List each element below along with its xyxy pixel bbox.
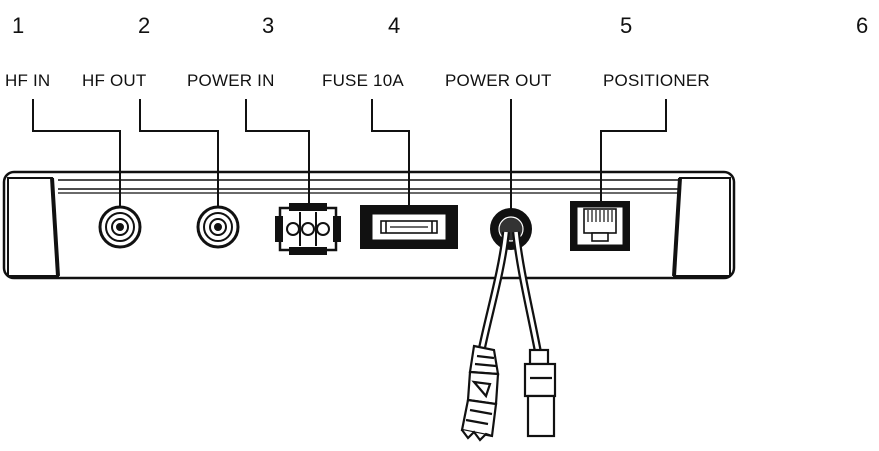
leader-line-hf-out: [139, 99, 219, 208]
power-out-grommet: [490, 208, 532, 250]
callout-number-2: 2: [138, 13, 151, 38]
positioner-jack: [570, 201, 630, 251]
cable-connector-right: [523, 348, 557, 438]
fuse-holder: [360, 205, 458, 249]
leader-line-hf-in: [32, 99, 121, 208]
label-power-in: POWER IN: [187, 71, 275, 90]
callout-number-3: 3: [262, 13, 275, 38]
label-power-out: POWER OUT: [445, 71, 552, 90]
callout-number-1: 1: [12, 13, 25, 38]
leader-line-positioner: [600, 99, 667, 206]
power-in-terminal: [275, 203, 341, 255]
hf-in-connector: [98, 205, 142, 249]
alligator-clip-left: [460, 344, 500, 442]
hf-out-connector: [196, 205, 240, 249]
leader-line-fuse: [371, 99, 410, 208]
label-positioner: POSITIONER: [603, 71, 710, 90]
panel-body: [2, 170, 736, 280]
label-hf-out: HF OUT: [82, 71, 147, 90]
label-hf-in: HF IN: [5, 71, 51, 90]
label-fuse: FUSE 10A: [322, 71, 404, 90]
callout-number-5: 5: [620, 13, 633, 38]
leader-line-power-in: [245, 99, 310, 208]
callout-number-6: 6: [856, 13, 869, 38]
leader-lines: [32, 99, 667, 210]
callout-number-4: 4: [388, 13, 401, 38]
power-out-cables: [478, 231, 542, 353]
